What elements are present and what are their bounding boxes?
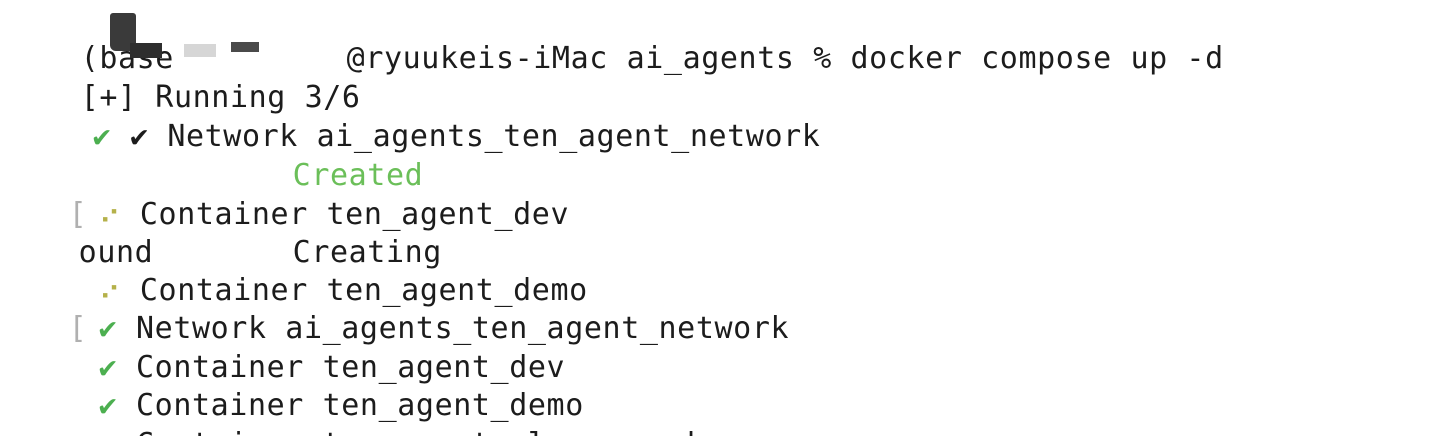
check-icon: ✔	[98, 350, 118, 385]
line-container-demo-spinner: ⠔ Container ten_agent_demo	[24, 234, 588, 348]
line-container-demo-done: ✔ Container ten_agent_demo	[24, 349, 584, 436]
line-network-created-text: ✔ Network ai_agents_ten_agent_network	[111, 119, 821, 154]
line-network-done-text: Network ai_agents_ten_agent_network	[117, 311, 790, 346]
left-bracket-artifact-1: [	[0, 158, 87, 272]
line-container-playground-done-text: Container ten_agent_playground	[117, 427, 696, 436]
line-creating-status: Creating	[218, 196, 442, 310]
line-container-dev-done-text: Container ten_agent_dev	[117, 350, 566, 385]
check-icon: ✔	[92, 119, 112, 154]
line-network-done: ✔ Network ai_agents_ten_agent_network	[24, 272, 789, 386]
line-network-created: ✔ ✔ Network ai_agents_ten_agent_network	[18, 80, 820, 194]
bracket-icon: [	[68, 197, 88, 232]
left-bracket-artifact-2: [	[0, 272, 87, 386]
running-status-line: [+] Running 3/6	[6, 41, 361, 155]
status-creating-text: Creating	[292, 235, 442, 270]
status-created-text: Created	[292, 158, 424, 193]
check-icon: ✔	[98, 388, 118, 423]
line-container-dev-creating: ⠔ Container ten_agent_dev	[24, 158, 569, 272]
spinner-icon: ⠔	[98, 197, 122, 232]
spinner-icon: ⠔	[98, 273, 122, 308]
ound-text: ound	[78, 235, 154, 270]
line-container-dev-creating-text: Container ten_agent_dev	[121, 197, 570, 232]
line-container-demo-spinner-text: Container ten_agent_demo	[121, 273, 588, 308]
line-container-demo-done-text: Container ten_agent_demo	[117, 388, 584, 423]
check-icon: ✔	[98, 311, 118, 346]
line-created-status: Created	[218, 119, 423, 233]
prompt-host-command: @ryuukeis-iMac ai_agents % docker compos…	[346, 41, 1224, 76]
prompt-command-line: @ryuukeis-iMac ai_agents % docker compos…	[272, 2, 1224, 116]
line-container-dev-done: ✔ Container ten_agent_dev	[24, 311, 565, 425]
running-status-text: [+] Running 3/6	[80, 80, 361, 115]
bracket-icon: [	[68, 311, 88, 346]
check-icon: ✔	[99, 427, 118, 436]
line-ound-fragment: ound	[4, 196, 153, 310]
line-container-playground-done: ✔ Container ten_agent_playground	[24, 388, 696, 436]
